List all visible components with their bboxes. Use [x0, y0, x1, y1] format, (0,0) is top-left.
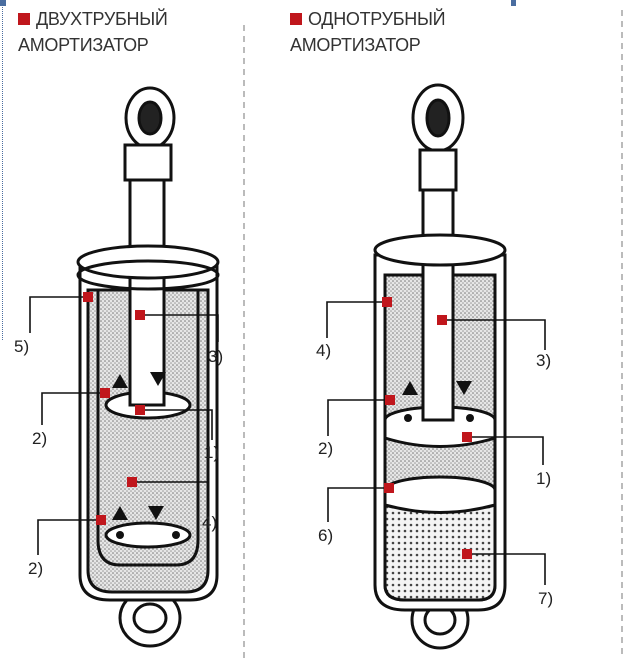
label-7: 7) — [538, 589, 553, 608]
label-6: 6) — [318, 526, 333, 545]
piston-rod — [128, 178, 166, 407]
valve-arrows — [112, 372, 180, 539]
divider-lines — [243, 10, 623, 658]
inner-tube — [96, 288, 200, 567]
label-1: 1) — [536, 469, 551, 488]
title-line: АМОРТИЗАТОР — [290, 35, 421, 55]
label-2: 2) — [32, 429, 47, 448]
red-square-icon — [18, 13, 30, 25]
red-markers — [382, 297, 472, 559]
label-3: 3) — [536, 351, 551, 370]
twin-tube-shock — [76, 86, 220, 648]
label-2b: 2) — [28, 559, 43, 578]
label-4: 4) — [316, 341, 331, 360]
red-markers — [83, 292, 145, 525]
right-title: ОДНОТРУБНЫЙ АМОРТИЗАТОР — [290, 6, 446, 58]
frame-left-edge — [2, 0, 3, 340]
leader-lines — [326, 301, 546, 585]
label-5: 5) — [14, 337, 29, 356]
rod-collar — [418, 148, 458, 192]
label-2: 2) — [318, 439, 333, 458]
title-line: АМОРТИЗАТОР — [18, 35, 149, 55]
title-line: ДВУХТРУБНЫЙ — [36, 9, 168, 29]
mono-tube-shock — [373, 83, 507, 650]
red-square-icon — [290, 13, 302, 25]
rod-collar — [123, 143, 173, 182]
frame-corner-marker — [0, 0, 6, 6]
label-1: 1) — [204, 443, 219, 462]
left-title: ДВУХТРУБНЫЙ АМОРТИЗАТОР — [18, 6, 168, 58]
label-4: 4) — [202, 513, 217, 532]
frame-corner-marker — [511, 0, 516, 6]
valve-arrows — [402, 381, 474, 422]
piston-rod — [421, 188, 455, 422]
label-3: 3) — [208, 347, 223, 366]
title-line: ОДНОТРУБНЫЙ — [308, 9, 446, 29]
leader-lines — [29, 296, 219, 555]
gas-chamber — [383, 498, 497, 602]
top-cap — [373, 233, 507, 267]
base-valve — [104, 521, 192, 549]
